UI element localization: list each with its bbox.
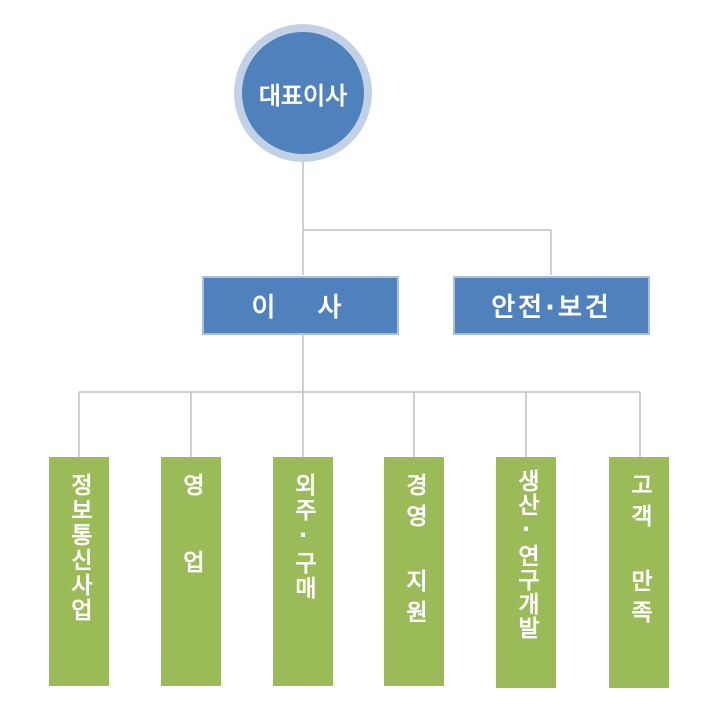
- ceo-label: 대표이사: [258, 81, 348, 110]
- team-label: 경영 지원: [401, 473, 427, 631]
- team-label: 정보통신사업: [66, 473, 92, 623]
- team-management-support: 경영 지원: [384, 457, 444, 686]
- team-info-communication: 정보통신사업: [49, 457, 109, 686]
- safety-health-label: 안전·보건: [491, 293, 612, 323]
- team-outsourcing-purchasing: 외주·구매: [273, 457, 333, 686]
- team-label: 외주·구매: [290, 473, 316, 601]
- team-customer-satisfaction: 고객 만족: [609, 457, 669, 688]
- director-node: 이 사: [202, 276, 399, 335]
- team-label: 생산·연구개발: [513, 469, 539, 640]
- director-label: 이 사: [251, 293, 350, 323]
- team-label: 고객 만족: [626, 473, 652, 631]
- team-sales: 영 업: [161, 457, 221, 686]
- team-production-rnd: 생산·연구개발: [496, 457, 556, 688]
- safety-health-node: 안전·보건: [453, 276, 650, 335]
- ceo-node: 대표이사: [242, 32, 364, 154]
- team-label: 영 업: [178, 473, 204, 587]
